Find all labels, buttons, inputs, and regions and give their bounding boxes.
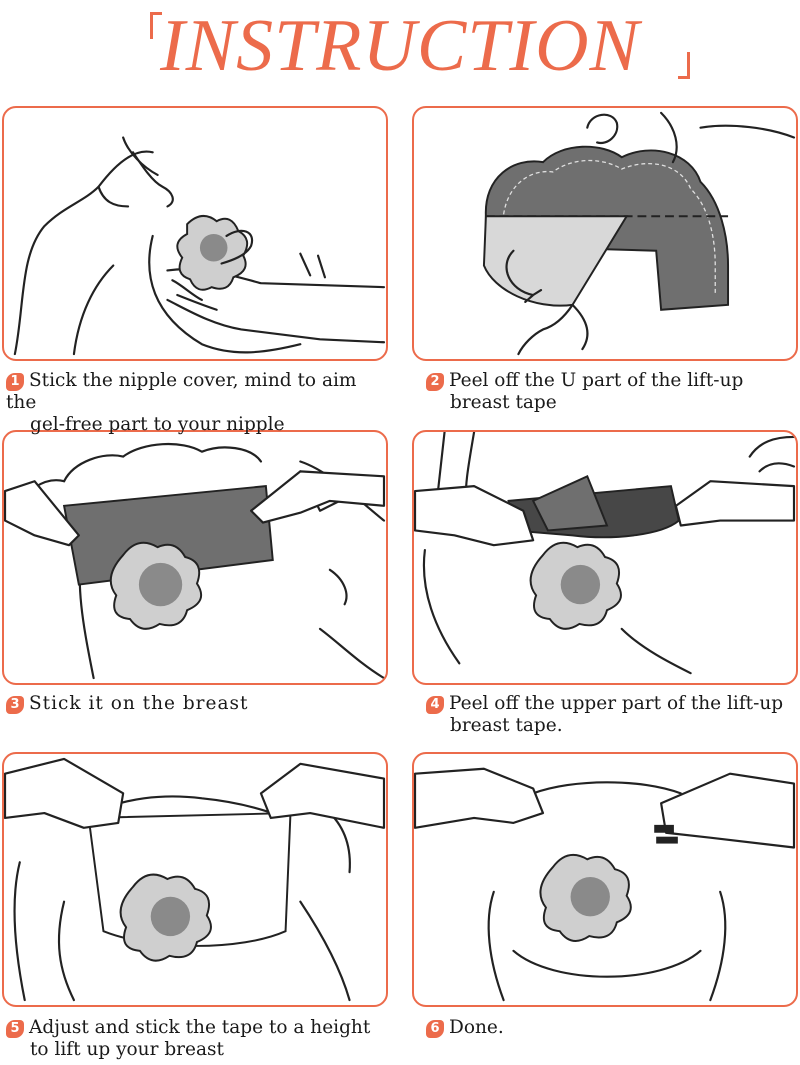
step-6-caption: 6 Done. xyxy=(426,1017,800,1039)
step-2-illustration xyxy=(412,106,798,361)
step-2-drawing xyxy=(482,111,796,356)
step-1-text-line-1: Stick the nipple cover, mind to aim the xyxy=(6,370,357,413)
step-6-illustration xyxy=(412,752,798,1007)
title-bracket-right xyxy=(678,52,690,79)
step-6-text-line-1: Done. xyxy=(449,1017,504,1038)
step-3-drawing xyxy=(4,442,386,680)
step-3-text-line-1: Stick it on the breast xyxy=(29,693,249,714)
step-1-illustration xyxy=(2,106,388,361)
step-5-number-badge: 5 xyxy=(6,1020,24,1038)
step-2-caption: 2 Peel off the U part of the lift-up brea… xyxy=(426,370,800,414)
step-5-drawing xyxy=(4,757,386,1002)
step-1-text-line-2: gel-free part to your nipple xyxy=(30,414,285,435)
step-2-text-line-1: Peel off the U part of the lift-up xyxy=(449,370,744,391)
step-6-drawing xyxy=(414,767,796,1002)
step-4-number-badge: 4 xyxy=(426,696,444,714)
step-4-drawing xyxy=(414,432,796,675)
page-title: INSTRUCTION xyxy=(160,5,640,87)
step-1-drawing xyxy=(13,136,386,356)
step-4-text-line-2: breast tape. xyxy=(450,715,563,736)
step-3-number-badge: 3 xyxy=(6,696,24,714)
step-5-illustration xyxy=(2,752,388,1007)
step-4-illustration xyxy=(412,430,798,685)
step-2-text-line-2: breast tape xyxy=(450,392,557,413)
title-bracket-left xyxy=(150,12,162,39)
step-4-text-line-1: Peel off the upper part of the lift-up xyxy=(449,693,784,714)
step-5-caption: 5 Adjust and stick the tape to a height t… xyxy=(6,1017,386,1061)
step-2-number-badge: 2 xyxy=(426,373,444,391)
step-5-text-line-2: to lift up your breast xyxy=(30,1039,224,1060)
step-3-caption: 3 Stick it on the breast xyxy=(6,693,386,715)
step-3-illustration xyxy=(2,430,388,685)
step-6-number-badge: 6 xyxy=(426,1020,444,1038)
header: INSTRUCTION xyxy=(0,0,800,95)
step-5-text-line-1: Adjust and stick the tape to a height xyxy=(29,1017,371,1038)
step-1-number-badge: 1 xyxy=(6,373,24,391)
